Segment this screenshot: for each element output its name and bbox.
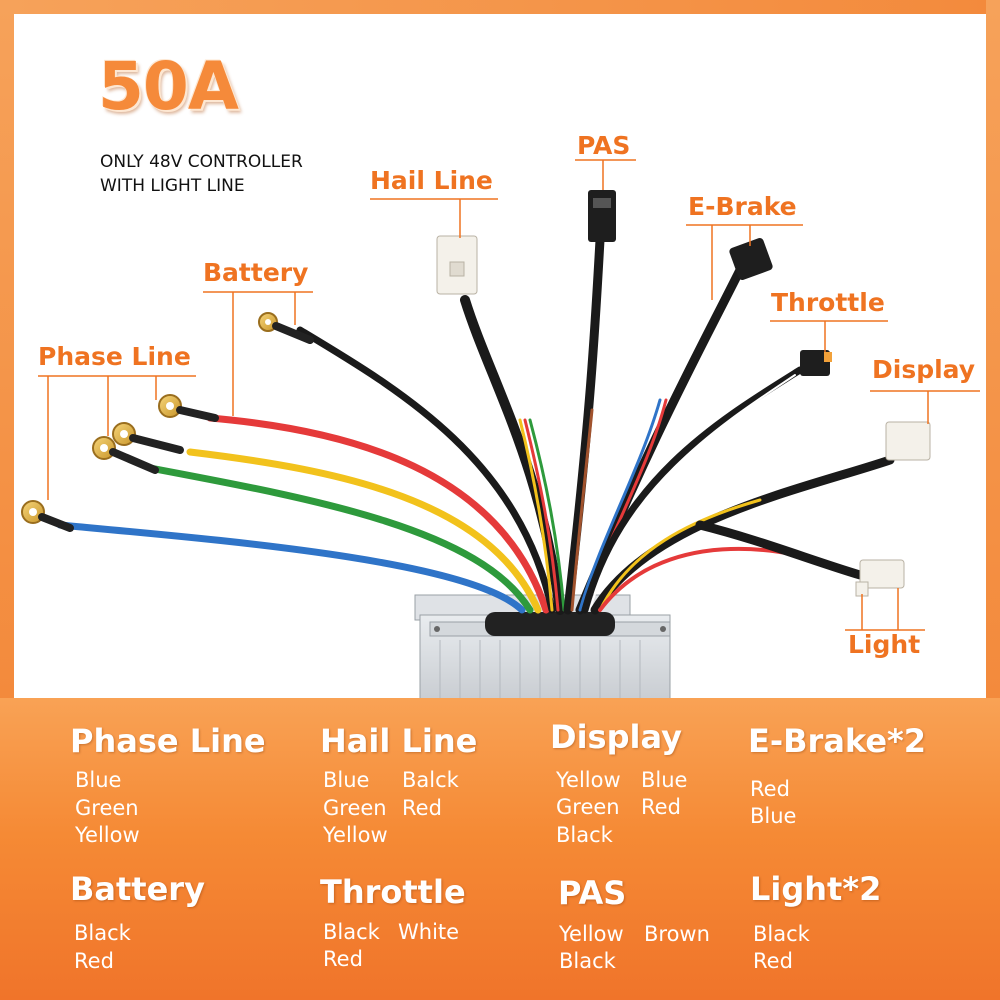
legend-color: Red (402, 796, 442, 820)
legend-color: Green (556, 795, 620, 819)
frame-left (0, 0, 14, 700)
legend-color: Balck (402, 768, 459, 792)
legend-color: Red (750, 777, 790, 801)
controller-illustration (21, 159, 980, 700)
legend-title: Battery (70, 870, 205, 908)
legend-color: Yellow (559, 922, 624, 946)
legend-title: Display (550, 718, 682, 756)
legend-title: Throttle (320, 873, 466, 911)
wire-bundle (56, 235, 895, 615)
legend-color: Red (641, 795, 681, 819)
controller-subtitle: ONLY 48V CONTROLLER WITH LIGHT LINE (100, 150, 303, 198)
label-pas: PAS (577, 131, 631, 160)
legend-title: Hail Line (320, 722, 478, 760)
frame-top (0, 0, 1000, 14)
label-battery: Battery (203, 258, 309, 287)
legend-color: Red (74, 949, 114, 973)
frame-right (986, 0, 1000, 700)
amperage-title: 50A (98, 48, 239, 125)
legend-color: Yellow (323, 823, 388, 847)
legend-color: Green (323, 796, 387, 820)
label-phase-line: Phase Line (38, 342, 191, 371)
legend-color: Black (74, 921, 131, 945)
legend-title: Light*2 (750, 870, 882, 908)
legend-color: Black (753, 922, 810, 946)
legend-color: Black (559, 949, 616, 973)
subtitle-line-1: ONLY 48V CONTROLLER (100, 152, 303, 172)
legend-title: PAS (558, 874, 627, 912)
legend-title: Phase Line (70, 722, 266, 760)
ring-terminals (21, 312, 314, 532)
legend-color: Brown (644, 922, 710, 946)
label-e-brake: E-Brake (688, 192, 797, 221)
controller-body (414, 594, 671, 700)
label-light: Light (848, 630, 921, 659)
label-display: Display (872, 355, 976, 384)
legend-title: E-Brake*2 (748, 722, 927, 760)
legend-color: Red (323, 947, 363, 971)
legend-color: Black (323, 920, 380, 944)
subtitle-line-2: WITH LIGHT LINE (100, 176, 245, 196)
legend-color: Yellow (556, 768, 621, 792)
color-legend-panel: Phase Line Blue Green Yellow Hail Line B… (0, 698, 1000, 1000)
legend-color: Red (753, 949, 793, 973)
legend-color: Black (556, 823, 613, 847)
label-hail-line: Hail Line (370, 166, 493, 195)
legend-color: White (398, 920, 460, 944)
legend-color: Yellow (75, 823, 140, 847)
legend-color: Blue (750, 804, 797, 828)
label-throttle: Throttle (771, 288, 885, 317)
connectors (436, 190, 931, 597)
legend-color: Green (75, 796, 139, 820)
legend-color: Blue (75, 768, 122, 792)
legend-color: Blue (641, 768, 688, 792)
leader-lines (38, 159, 980, 631)
legend-color: Blue (323, 768, 370, 792)
